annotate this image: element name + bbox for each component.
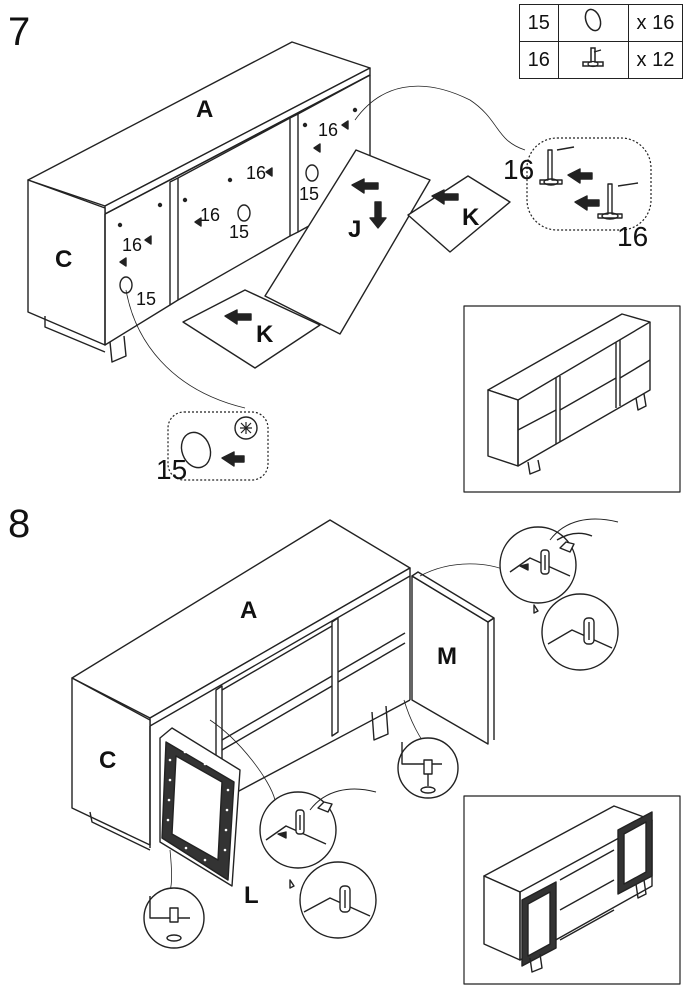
panel-label-k-left: K xyxy=(256,321,274,348)
callout-16: 16 xyxy=(200,205,221,225)
panel-label-c: C xyxy=(55,246,73,273)
callout-16: 16 xyxy=(246,163,267,183)
callout-16: 16 xyxy=(318,120,339,140)
parts-legend-table: 15 x 16 16 x 12 xyxy=(519,4,683,79)
legend-qty: x 16 xyxy=(627,4,683,42)
legend-row-16: 16 x 12 xyxy=(519,41,683,79)
callout-15: 15 xyxy=(299,184,320,204)
panel-label-a: A xyxy=(240,597,258,624)
legend-part-id: 15 xyxy=(519,4,559,42)
step-7-number: 7 xyxy=(8,10,31,54)
legend-qty: x 12 xyxy=(627,41,683,79)
panel-label-a: A xyxy=(196,96,214,123)
panel-label-j: J xyxy=(348,216,362,243)
callout-16: 16 xyxy=(122,235,143,255)
zoom-label-15: 15 xyxy=(156,454,188,485)
step-8-number: 8 xyxy=(8,502,31,546)
shelf-support-bracket-icon xyxy=(557,41,629,79)
legend-row-15: 15 x 16 xyxy=(519,4,683,42)
panel-label-c: C xyxy=(99,747,117,774)
panel-label-m: M xyxy=(437,643,457,670)
legend-part-id: 16 xyxy=(519,41,559,79)
callout-15: 15 xyxy=(229,222,250,242)
panel-label-l: L xyxy=(244,882,259,909)
panel-label-k-right: K xyxy=(462,204,480,231)
shelf-support-bracket-icon xyxy=(539,146,593,186)
callout-15: 15 xyxy=(136,289,157,309)
zoom-label-16-top: 16 xyxy=(503,154,535,185)
zoom-label-16-bottom: 16 xyxy=(617,221,649,252)
